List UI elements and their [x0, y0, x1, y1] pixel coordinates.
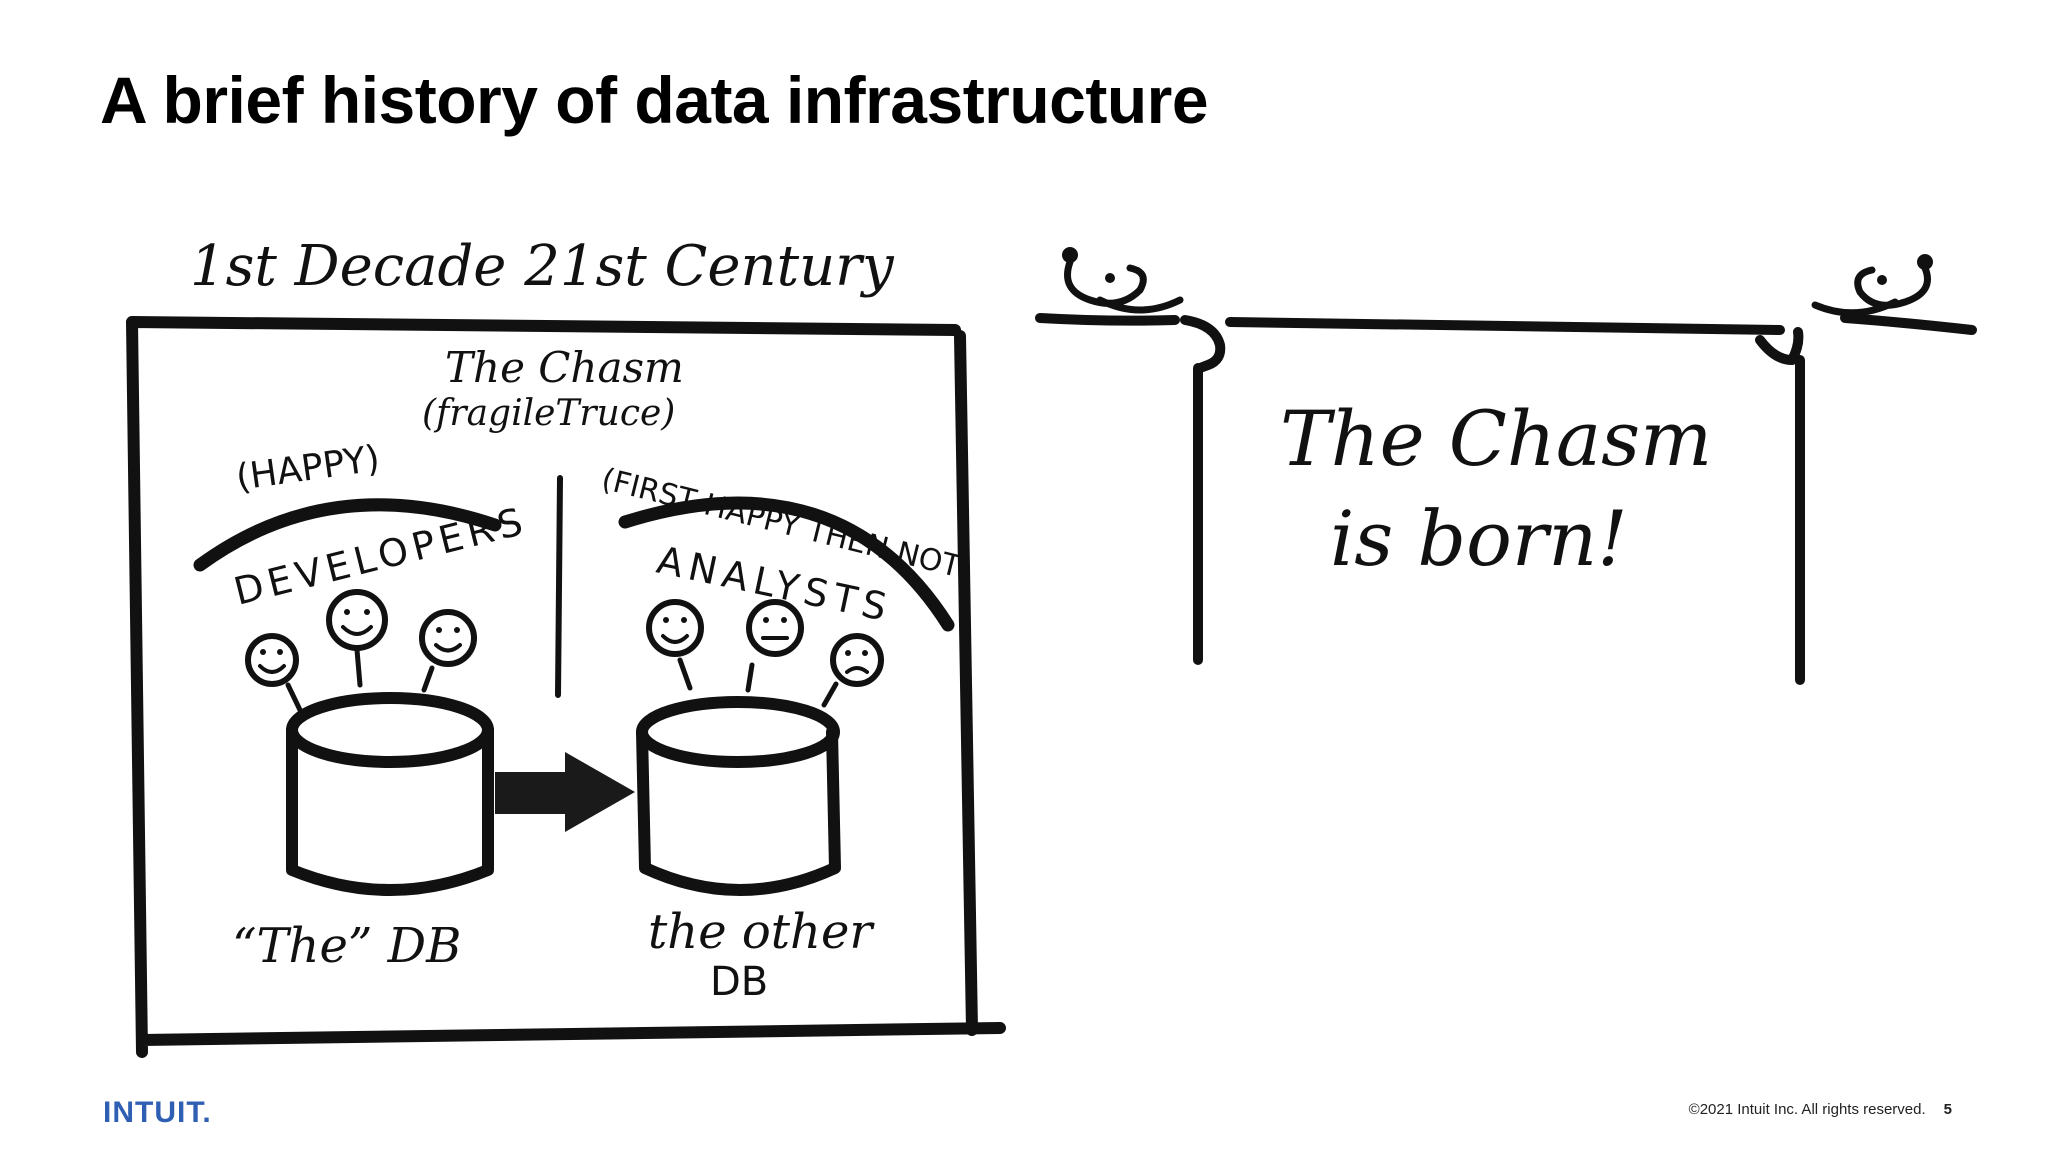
analysts-arc	[618, 496, 955, 632]
smiley-face-icon	[419, 609, 477, 693]
right-sketch: The Chasm is born!	[1035, 247, 1977, 685]
flourish-right-icon	[1811, 254, 1933, 317]
chasm-label: The Chasm	[445, 343, 684, 392]
page-number: 5	[1943, 1101, 1952, 1118]
developers-database-icon	[286, 692, 494, 896]
analysts-database-icon	[636, 696, 841, 896]
slide-title: A brief history of data infrastructure	[100, 63, 1209, 137]
neutral-face-icon	[745, 599, 804, 693]
left-sketch: 1st Decade 21st Century The Chasm (fragi…	[126, 234, 1006, 1058]
developers-db-label: “The” DB	[232, 918, 461, 974]
unhappy-face-icon	[821, 633, 884, 708]
developers-arc	[193, 498, 502, 572]
copyright-text: ©2021 Intuit Inc. All rights reserved.	[1688, 1101, 1926, 1118]
left-sketch-heading: 1st Decade 21st Century	[190, 234, 895, 299]
chasm-divider	[555, 475, 563, 698]
slide-footer: ©2021 Intuit Inc. All rights reserved. 5	[1689, 1101, 1952, 1118]
smiley-face-icon	[245, 633, 303, 713]
analyst-faces	[646, 599, 884, 708]
intuit-logo: INTUIT.	[103, 1096, 212, 1129]
smiley-face-icon	[326, 589, 388, 688]
chasm-sublabel: (fragileTruce)	[422, 393, 675, 434]
analysts-db-label-line2: DB	[710, 959, 768, 1005]
ornate-frame	[1035, 313, 1977, 373]
analysts-db-label-line1: the other	[648, 904, 875, 960]
right-sketch-line1: The Chasm	[1280, 394, 1712, 483]
developer-faces	[245, 589, 477, 713]
developers-label: DEVELOPERS	[230, 498, 532, 613]
smiley-face-icon	[646, 599, 704, 691]
right-sketch-line2: is born!	[1330, 494, 1628, 583]
flourish-left-icon	[1062, 247, 1184, 314]
arrow-right-icon	[495, 752, 635, 832]
developers-mood: (HAPPY)	[234, 438, 383, 499]
sketch-frame	[126, 316, 1006, 1058]
